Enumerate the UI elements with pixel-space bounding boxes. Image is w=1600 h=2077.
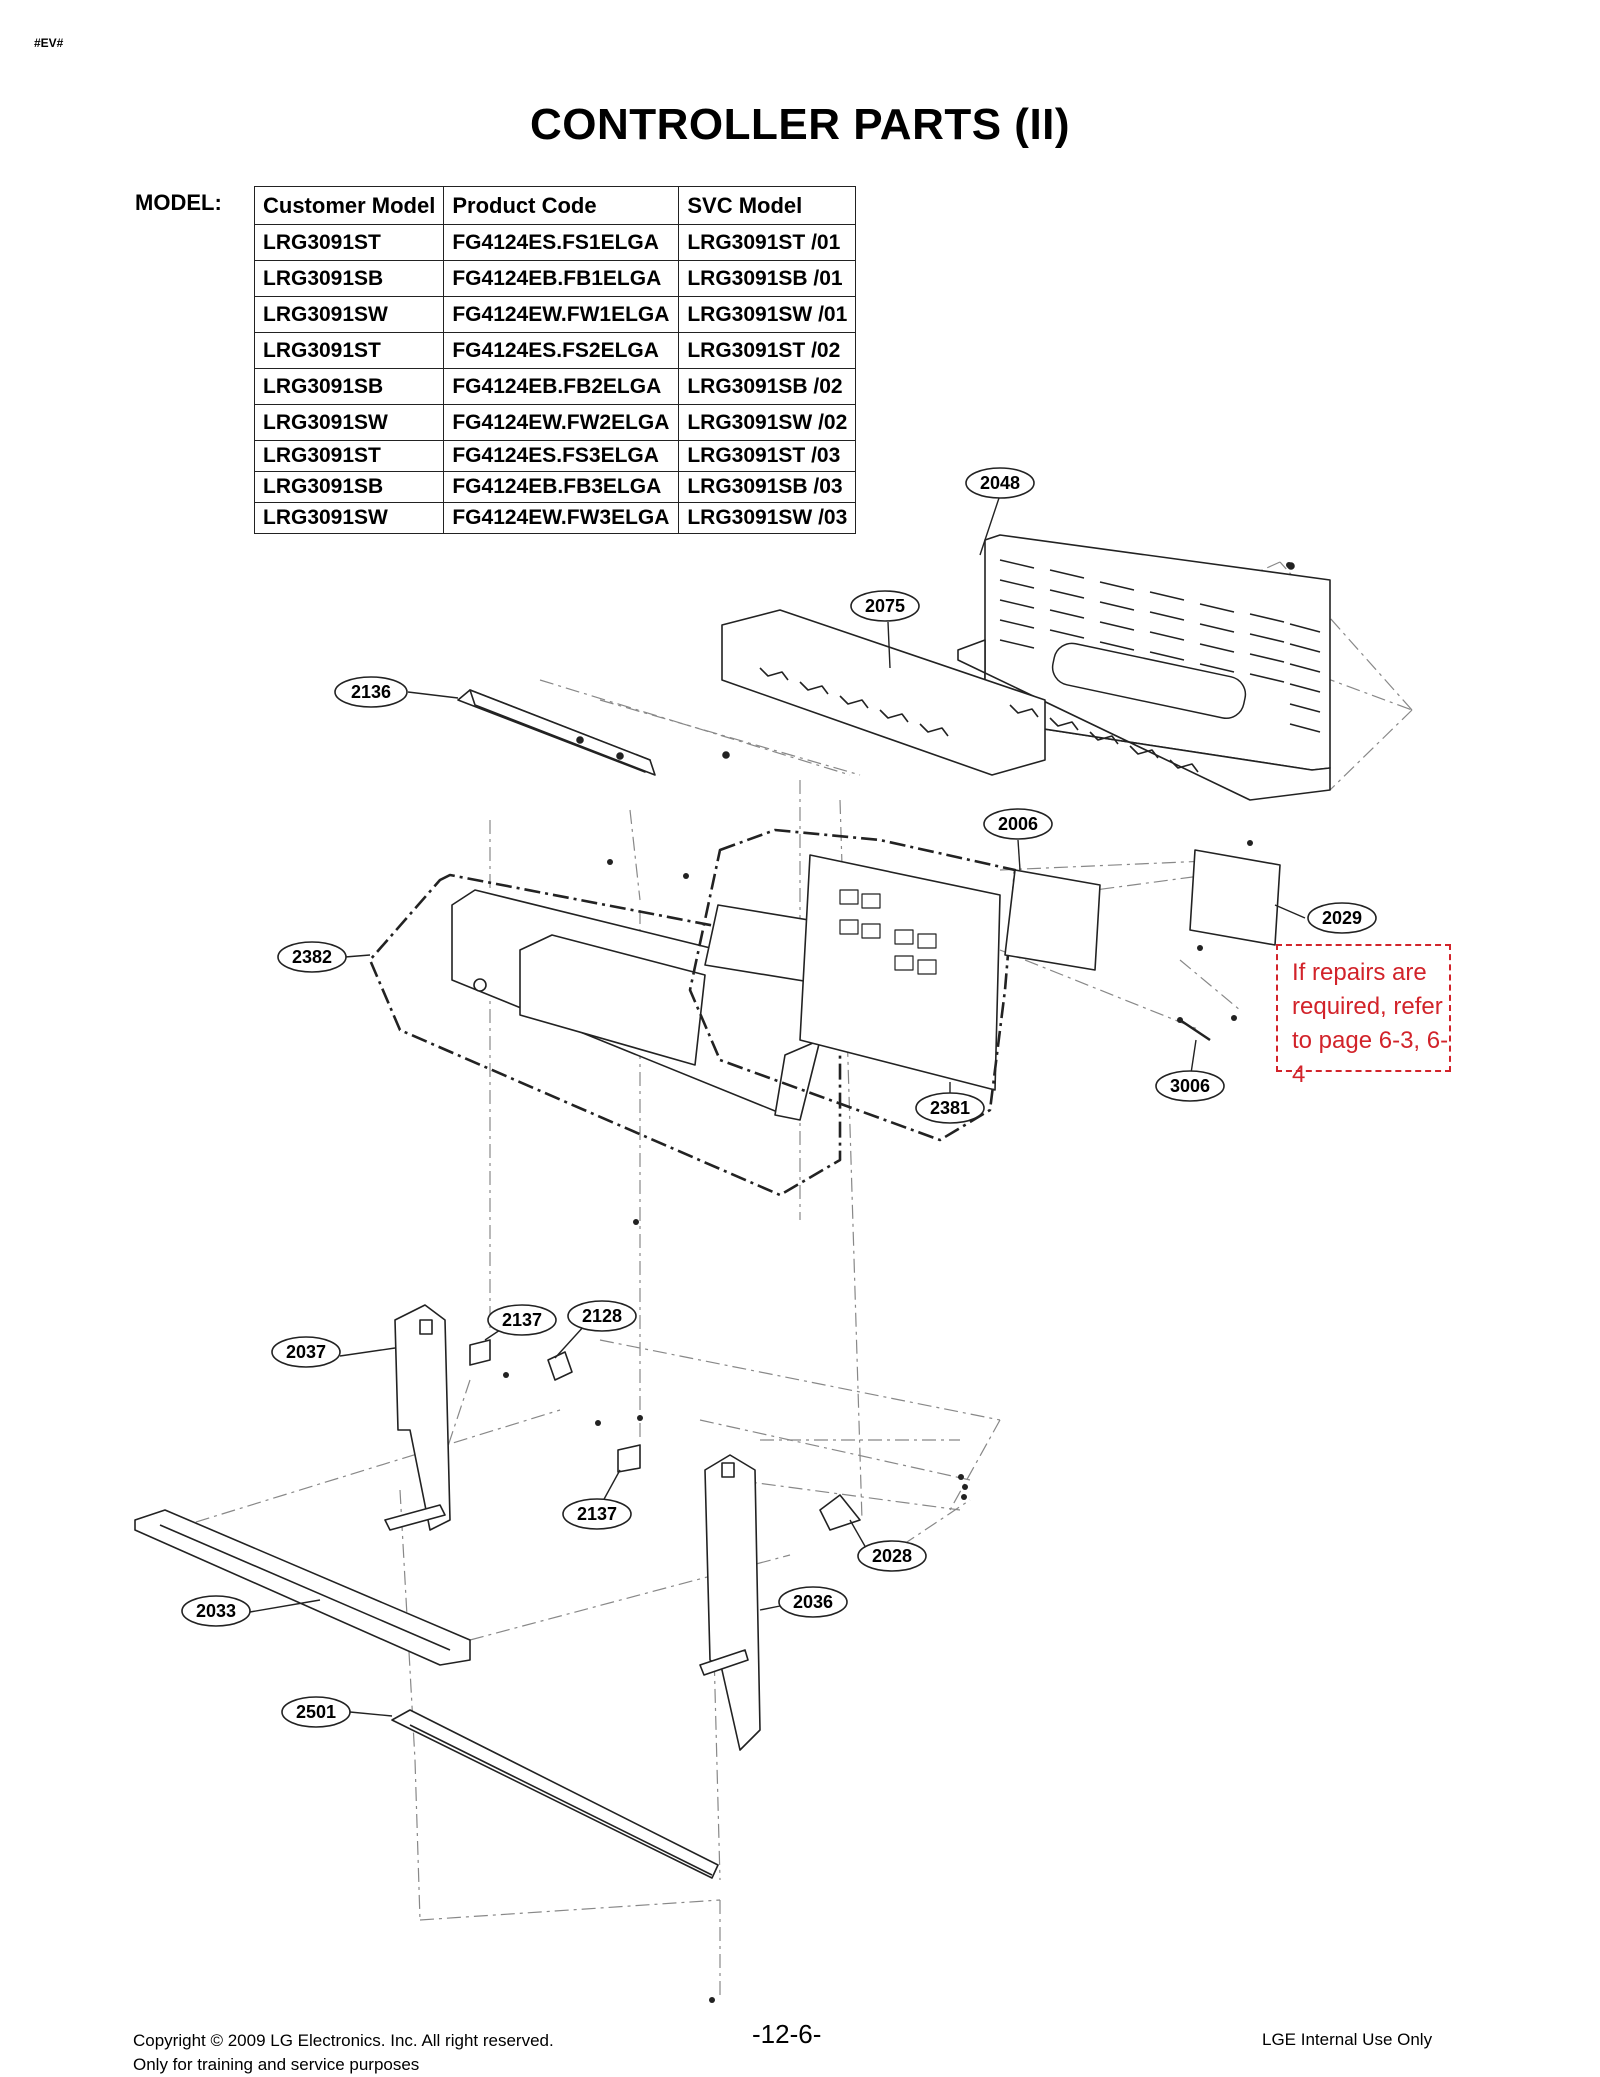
footer-left: Copyright © 2009 LG Electronics. Inc. Al…	[133, 2029, 554, 2077]
callout-2381-bubble	[915, 1092, 985, 1124]
callout-bubbles	[181, 467, 1377, 1728]
header-customer-model: Customer Model	[253, 186, 445, 225]
svc-model-cell: LRG3091SW /01	[678, 296, 857, 333]
customer-model-cell: LRG3091ST	[253, 332, 445, 369]
table-row: LRG3091ST FG4124ES.FS2ELGA LRG3091ST /02	[253, 332, 857, 369]
callout-2036: 2036	[793, 1592, 833, 1612]
customer-model-cell: LRG3091SW	[253, 502, 445, 534]
customer-model-cell: LRG3091SB	[253, 260, 445, 297]
callout-2382: 2382	[292, 947, 332, 967]
callout-2037: 2037	[286, 1342, 326, 1362]
part-2075-lower-tab	[1009, 704, 1199, 773]
page-title: CONTROLLER PARTS (II)	[529, 100, 1071, 149]
product-code-cell: FG4124EW.FW3ELGA	[443, 502, 680, 534]
part-3006-pin	[1179, 1018, 1211, 1042]
callout-2048-bubble	[965, 467, 1035, 499]
product-code-cell: FG4124EB.FB3ELGA	[443, 471, 680, 503]
page-number: -12-6-	[752, 2019, 822, 2049]
product-code-cell: FG4124EB.FB1ELGA	[443, 260, 680, 297]
part-2128-clip	[547, 1351, 573, 1381]
callout-2075: 2075	[865, 596, 905, 616]
model-table: Customer Model Product Code SVC Model LR…	[253, 186, 857, 534]
part-2381-outline	[688, 828, 1017, 1142]
callout-2128: 2128	[582, 1306, 622, 1326]
part-2036-right-side-bracket	[699, 1454, 761, 1751]
screw-markers	[503, 562, 1292, 2003]
callout-2006-bubble	[983, 808, 1053, 840]
part-2028-bracket	[819, 1494, 861, 1531]
product-code-cell: FG4124ES.FS2ELGA	[443, 332, 680, 369]
table-row: LRG3091SB FG4124EB.FB1ELGA LRG3091SB /01	[253, 260, 857, 297]
callout-2137b-bubble	[562, 1498, 632, 1530]
callout-2028: 2028	[872, 1546, 912, 1566]
callout-2036-bubble	[778, 1586, 848, 1618]
svc-model-cell: LRG3091ST /02	[678, 332, 857, 369]
customer-model-cell: LRG3091SB	[253, 471, 445, 503]
repair-note-line-3: to page 6-3, 6-4	[1292, 1027, 1449, 1088]
part-2382-outline	[368, 873, 842, 1197]
table-row: LRG3091SB FG4124EB.FB2ELGA LRG3091SB /02	[253, 368, 857, 405]
callout-2075-bubble	[850, 590, 920, 622]
callout-2501: 2501	[296, 1702, 336, 1722]
callout-2137a-bubble	[487, 1304, 557, 1336]
repair-note-line-1: If repairs are	[1292, 959, 1427, 986]
part-2382-control-panel-cover	[451, 889, 821, 1121]
customer-model-cell: LRG3091SW	[253, 296, 445, 333]
callout-2128-bubble	[567, 1300, 637, 1332]
part-2501-bottom-trim	[391, 1709, 719, 1879]
repair-note-line-2: required, refer	[1292, 993, 1443, 1020]
table-row: LRG3091SW FG4124EW.FW3ELGA LRG3091SW /03	[253, 502, 857, 534]
callout-2033: 2033	[196, 1601, 236, 1621]
part-2075-insulation-strip	[721, 609, 1046, 776]
header-product-code: Product Code	[443, 186, 680, 225]
part-2136-bracket	[457, 689, 730, 776]
callout-2029: 2029	[1322, 908, 1362, 928]
callout-2048: 2048	[980, 473, 1020, 493]
callout-2028-bubble	[857, 1540, 927, 1572]
part-2006-board	[1004, 869, 1101, 971]
callout-2136: 2136	[351, 682, 391, 702]
part-2137-clip-upper	[469, 1339, 491, 1366]
part-2037-left-side-bracket	[384, 1304, 451, 1531]
customer-model-cell: LRG3091SW	[253, 404, 445, 441]
part-2381-control-board	[704, 854, 1001, 1091]
svc-model-cell: LRG3091ST /01	[678, 224, 857, 261]
callout-2501-bubble	[281, 1696, 351, 1728]
table-header-row: Customer Model Product Code SVC Model	[253, 186, 857, 225]
callout-2382-bubble	[277, 941, 347, 973]
footer-copyright: Copyright © 2009 LG Electronics. Inc. Al…	[133, 2031, 554, 2050]
svc-model-cell: LRG3091SB /02	[678, 368, 857, 405]
part-2029-cover-plate	[1189, 849, 1281, 946]
product-code-cell: FG4124EW.FW2ELGA	[443, 404, 680, 441]
callout-2381: 2381	[930, 1098, 970, 1118]
footer-internal: LGE Internal Use Only	[1262, 2030, 1433, 2049]
callout-2033-bubble	[181, 1595, 251, 1627]
callout-2029-bubble	[1307, 902, 1377, 934]
customer-model-cell: LRG3091SB	[253, 368, 445, 405]
svc-model-cell: LRG3091ST /03	[678, 440, 857, 472]
part-2137-clip-lower	[617, 1444, 641, 1473]
part-2033-front-trim	[134, 1509, 471, 1666]
callout-3006-bubble	[1155, 1070, 1225, 1102]
callout-2137-upper: 2137	[502, 1310, 542, 1330]
callout-3006: 3006	[1170, 1076, 1210, 1096]
callout-2136-bubble	[334, 676, 408, 708]
page-tag: #EV#	[34, 36, 64, 50]
table-row: LRG3091SB FG4124EB.FB3ELGA LRG3091SB /03	[253, 471, 857, 503]
callout-2006: 2006	[998, 814, 1038, 834]
callout-2037-bubble	[271, 1336, 341, 1368]
footer-training: Only for training and service purposes	[133, 2055, 420, 2074]
part-2048-rear-vent-panel	[957, 534, 1331, 801]
header-svc-model: SVC Model	[678, 186, 857, 225]
callout-2137-lower: 2137	[577, 1504, 617, 1524]
svc-model-cell: LRG3091SW /03	[678, 502, 857, 534]
table-row: LRG3091SW FG4124EW.FW1ELGA LRG3091SW /01	[253, 296, 857, 333]
model-label: MODEL:	[135, 190, 222, 215]
svc-model-cell: LRG3091SB /01	[678, 260, 857, 297]
repair-note: If repairs are required, refer to page 6…	[1276, 944, 1451, 1088]
product-code-cell: FG4124ES.FS3ELGA	[443, 440, 680, 472]
product-code-cell: FG4124ES.FS1ELGA	[443, 224, 680, 261]
